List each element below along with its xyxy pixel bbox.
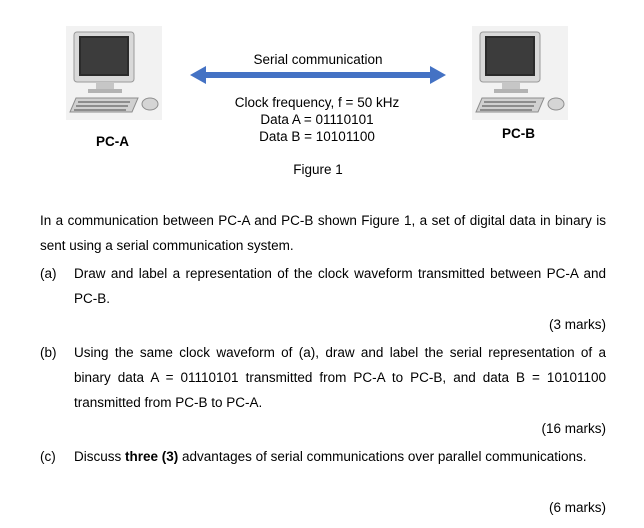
data-a: Data A = 01110101	[260, 112, 374, 127]
question-text: Using the same clock waveform of (a), dr…	[74, 345, 606, 410]
double-arrow-icon	[190, 66, 446, 84]
question-tag: (c)	[40, 449, 56, 464]
pc-a-label: PC-A	[96, 134, 129, 149]
question-tag: (a)	[40, 266, 57, 281]
computer-icon	[472, 26, 568, 120]
pc-b-label: PC-B	[502, 126, 535, 141]
marks-c: (6 marks)	[549, 500, 606, 515]
question-c: (c) Discuss three (3) advantages of seri…	[40, 444, 606, 469]
marks-b: (16 marks)	[541, 421, 606, 436]
text-before: Discuss	[74, 449, 126, 464]
marks-a: (3 marks)	[549, 317, 606, 332]
arrow-label: Serial communication	[253, 52, 383, 67]
figure-caption: Figure 1	[293, 162, 343, 177]
intro-paragraph: In a communication between PC-A and PC-B…	[40, 213, 606, 253]
bold-text: three (3)	[125, 449, 179, 464]
question-b: (b) Using the same clock waveform of (a)…	[40, 340, 606, 415]
computer-icon	[66, 26, 162, 120]
text-after: advantages of serial communications over…	[178, 449, 587, 464]
figure-details: Clock frequency, f = 50 kHz Data A = 011…	[200, 94, 434, 145]
question-tag: (b)	[40, 345, 57, 360]
question-text: Draw and label a representation of the c…	[74, 266, 606, 306]
question-text: Discuss three (3) advantages of serial c…	[74, 444, 606, 469]
question-a: (a) Draw and label a representation of t…	[40, 261, 606, 311]
data-b: Data B = 10101100	[259, 129, 375, 144]
clock-frequency: Clock frequency, f = 50 kHz	[234, 95, 400, 110]
